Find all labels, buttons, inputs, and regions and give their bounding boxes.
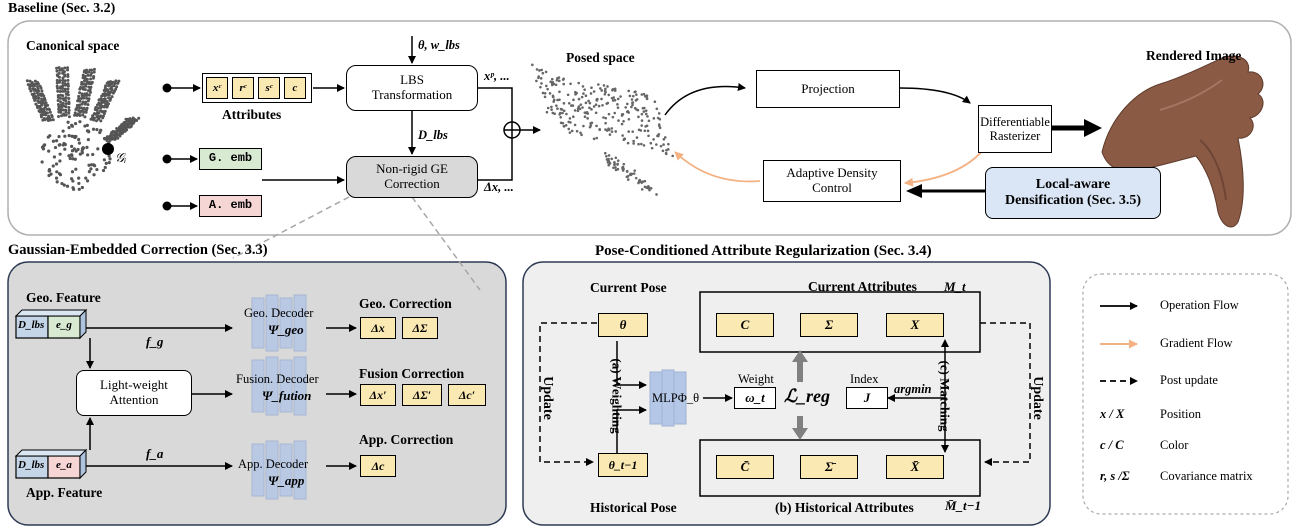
attr-r: rᶜ bbox=[232, 77, 254, 99]
current-cell-sigma: Σ bbox=[800, 313, 858, 337]
legend-post-update: Post update bbox=[1160, 373, 1218, 387]
rendered-hand-image bbox=[1101, 55, 1264, 228]
current-attributes-label: Current Attributes bbox=[808, 279, 917, 294]
gaussian-point bbox=[102, 143, 114, 155]
theta-w-label: θ, w_lbs bbox=[418, 38, 460, 52]
fusion-correction-label: Fusion Correction bbox=[359, 366, 465, 381]
app-feature-label: App. Feature bbox=[26, 485, 103, 500]
legend-color: Color bbox=[1160, 438, 1189, 452]
posed-space-label: Posed space bbox=[566, 50, 635, 65]
dx-label: Δx, ... bbox=[484, 180, 514, 194]
attention-box: Light-weight Attention bbox=[76, 370, 192, 416]
geo-decoder-label: Geo. Decoder bbox=[244, 306, 314, 320]
attr-x: xᶜ bbox=[206, 77, 228, 99]
gec-title: Gaussian-Embedded Correction (Sec. 3.3) bbox=[8, 242, 268, 258]
legend-key-position: x / X bbox=[1100, 407, 1125, 421]
historical-cell-x: X̄ bbox=[886, 455, 944, 479]
theta-cell: θ bbox=[598, 313, 648, 337]
legend-operation-flow: Operation Flow bbox=[1160, 298, 1239, 312]
lbs-box: LBS Transformation bbox=[346, 65, 478, 111]
app-cell-dc: Δc bbox=[360, 455, 396, 477]
omega-box: ω_t bbox=[734, 387, 776, 409]
historical-cell-sigma: Σ̄ bbox=[800, 455, 858, 479]
legend-position: Position bbox=[1160, 407, 1201, 421]
historical-pose-label: Historical Pose bbox=[590, 500, 677, 515]
fg-label: f_g bbox=[146, 334, 164, 349]
fusion-cell-dsigma: ΔΣ′ bbox=[402, 384, 442, 406]
attributes-label: Attributes bbox=[222, 107, 282, 122]
app-ea: e_a bbox=[56, 459, 72, 471]
dlbs-label: D_lbs bbox=[418, 128, 448, 142]
g-emb-box: G. emb bbox=[199, 148, 262, 170]
canonical-hand bbox=[25, 66, 141, 191]
matching-label: (c) Matching bbox=[937, 360, 953, 432]
geo-eg: e_g bbox=[56, 319, 72, 331]
fa-label: f_a bbox=[146, 446, 164, 461]
update-right-label: Update bbox=[1029, 376, 1045, 420]
geo-cell-dsigma: ΔΣ bbox=[402, 317, 438, 339]
psi-app: Ψ_app bbox=[268, 473, 305, 488]
attr-c: c bbox=[284, 77, 306, 99]
baseline-panel bbox=[7, 20, 1292, 236]
mt-label: M_t bbox=[944, 279, 966, 294]
geo-cell-dx: Δx bbox=[360, 317, 396, 339]
psi-geo: Ψ_geo bbox=[268, 322, 304, 337]
fusion-cell-dc: Δc′ bbox=[448, 384, 486, 406]
app-dlbs: D_lbs bbox=[18, 459, 45, 471]
gaussian-label: 𝒢ᵢ bbox=[115, 150, 127, 165]
app-correction-label: App. Correction bbox=[359, 432, 454, 447]
legend-key-color: c / C bbox=[1100, 438, 1124, 452]
a-emb-box: A. emb bbox=[199, 195, 262, 217]
fusion-cell-dx: Δx′ bbox=[360, 384, 396, 406]
geo-dlbs: D_lbs bbox=[18, 319, 45, 331]
baseline-title: Baseline (Sec. 3.2) bbox=[8, 1, 116, 16]
projection-box: Projection bbox=[756, 70, 900, 108]
xp-label: xᵖ, ... bbox=[484, 69, 510, 83]
current-cell-c: C bbox=[716, 313, 774, 337]
j-box: J bbox=[846, 387, 888, 409]
fusion-decoder-label: Fusion. Decoder bbox=[236, 372, 319, 386]
historical-cell-c: C̄ bbox=[716, 455, 774, 479]
update-left-label: Update bbox=[539, 376, 555, 420]
weight-label: Weight bbox=[738, 372, 774, 386]
weighting-label: (a) Weighting bbox=[609, 358, 625, 434]
legend-key-covariance: r, s /Σ bbox=[1100, 469, 1130, 483]
current-pose-label: Current Pose bbox=[590, 280, 667, 295]
lreg-label: ℒ_reg bbox=[784, 386, 830, 406]
rendered-image-label: Rendered Image bbox=[1146, 48, 1242, 63]
mt-prev-label: M̄_t−1 bbox=[945, 498, 982, 513]
current-cell-x: X bbox=[886, 313, 944, 337]
geo-correction-label: Geo. Correction bbox=[359, 296, 452, 311]
legend-covariance: Covariance matrix bbox=[1160, 469, 1253, 483]
psi-fusion: Ψ_fution bbox=[262, 388, 312, 403]
geo-feature-label: Geo. Feature bbox=[26, 290, 101, 305]
mlp-label: MLPΦ_θ bbox=[652, 391, 700, 405]
local-aware-box: Local-aware Densification (Sec. 3.5) bbox=[985, 167, 1161, 219]
pcar-title: Pose-Conditioned Attribute Regularizatio… bbox=[595, 243, 932, 259]
attr-s: sᶜ bbox=[258, 77, 280, 99]
argmin-label: argmin bbox=[894, 382, 932, 396]
legend-gradient-flow: Gradient Flow bbox=[1160, 336, 1233, 350]
posed-hand bbox=[531, 63, 675, 196]
app-decoder-label: App. Decoder bbox=[238, 457, 309, 471]
historical-attributes-label: (b) Historical Attributes bbox=[775, 500, 914, 515]
adc-box: Adaptive Density Control bbox=[763, 160, 901, 202]
nonrigid-box: Non-rigid GE Correction bbox=[346, 156, 478, 198]
index-label: Index bbox=[850, 372, 879, 386]
canonical-space-label: Canonical space bbox=[26, 38, 120, 53]
legend-panel bbox=[1082, 273, 1289, 515]
theta-prev-cell: θ_t−1 bbox=[598, 453, 648, 477]
rasterizer-box: Differentiable Rasterizer bbox=[978, 105, 1052, 153]
